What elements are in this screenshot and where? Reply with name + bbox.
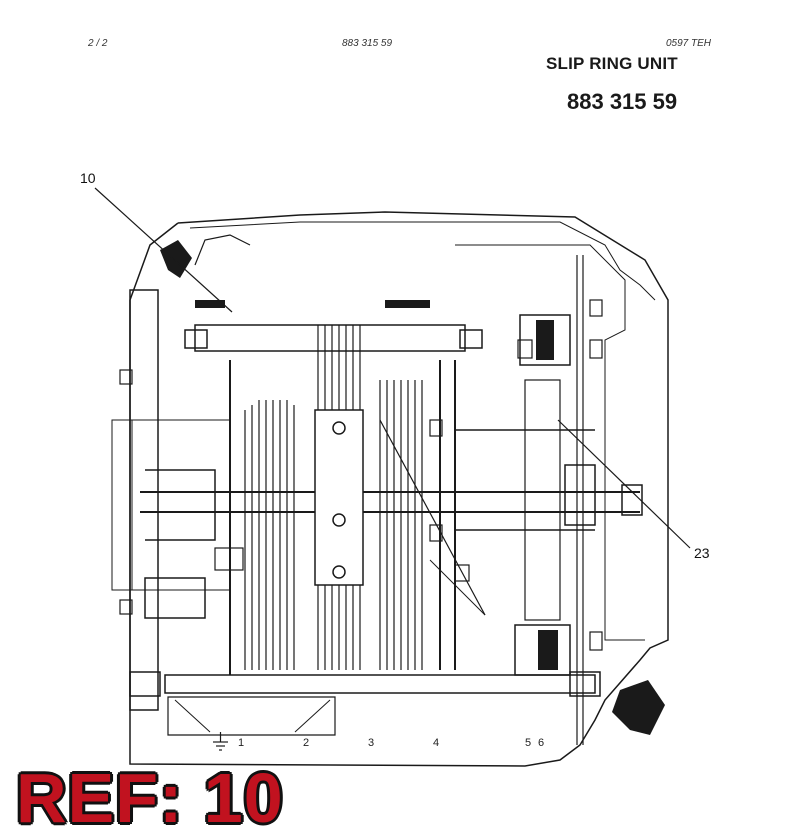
left-plate xyxy=(111,419,133,591)
top-tie-rod xyxy=(194,324,466,352)
document-title: SLIP RING UNIT xyxy=(546,54,678,73)
housing-outline xyxy=(129,211,669,767)
callout-10: 10 xyxy=(80,170,96,186)
callout-23: 23 xyxy=(694,545,710,561)
hub-plate xyxy=(314,409,364,586)
right-cover xyxy=(455,244,645,641)
bearing-housing xyxy=(145,469,216,541)
cable-gland-top xyxy=(160,240,192,278)
terminal-label-3: 3 xyxy=(368,737,375,749)
terminal-label-2: 2 xyxy=(303,737,310,749)
bottom-tie-rod xyxy=(164,674,596,694)
brush-holder-bottom xyxy=(514,624,571,676)
terminal-label-1: 1 xyxy=(238,737,245,749)
ring-stack-1 xyxy=(244,400,295,670)
terminal-label-4: 4 xyxy=(433,737,440,749)
cover-outline xyxy=(189,221,656,301)
callout-23-leader xyxy=(557,419,691,549)
reference-label: REF: 10 xyxy=(16,759,284,837)
ring-stack-3 xyxy=(379,380,423,670)
brush-column xyxy=(524,379,561,621)
terminal-label-5: 5 xyxy=(525,737,532,749)
page-number: 2 / 2 xyxy=(88,38,108,49)
terminal-label-6: 6 xyxy=(538,737,545,749)
cable-gland-bottom xyxy=(612,680,665,735)
callout-10-leader xyxy=(94,187,233,313)
revision-code: 0597 TEH xyxy=(666,38,712,49)
left-flange xyxy=(129,289,159,711)
part-number: 883 315 59 xyxy=(567,89,678,114)
document-code: 883 315 59 xyxy=(342,38,393,49)
